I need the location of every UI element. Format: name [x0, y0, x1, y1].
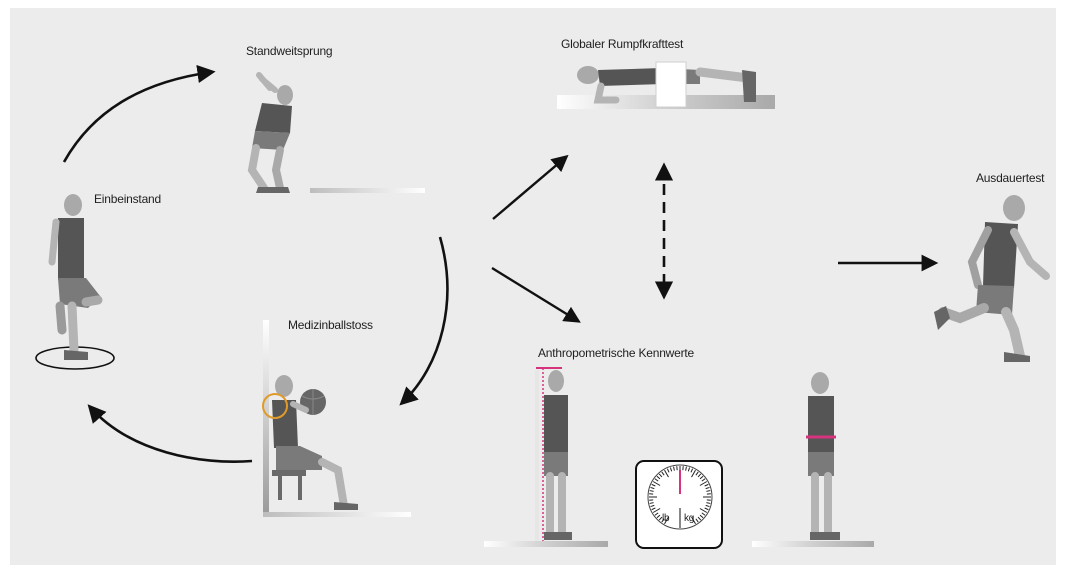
label-rumpfkrafttest: Globaler Rumpfkrafttest — [561, 37, 683, 51]
label-ausdauertest: Ausdauertest — [976, 171, 1044, 185]
ausdauertest-illustration — [934, 195, 1046, 362]
label-anthropometrie: Anthropometrische Kennwerte — [538, 346, 694, 360]
scale-unit-lb: lb — [662, 513, 669, 524]
scale-unit-kg: kg — [684, 513, 694, 524]
arrow-to-rumpfkrafttest — [493, 157, 566, 219]
arrow-einbeinstand-to-standweitsprung — [64, 72, 212, 162]
arrow-center-to-medizinballstoss — [402, 237, 447, 403]
label-medizinballstoss: Medizinballstoss — [288, 318, 373, 332]
label-einbeinstand: Einbeinstand — [94, 192, 161, 206]
medizinballstoss-illustration — [263, 320, 411, 517]
anthropometrie-waist-illustration — [752, 372, 874, 547]
arrow-medizinballstoss-to-einbeinstand — [90, 407, 252, 462]
einbeinstand-illustration — [36, 194, 114, 369]
weighing-scale — [636, 461, 722, 548]
arrow-to-anthropometrie — [492, 268, 578, 321]
standweitsprung-illustration — [252, 75, 425, 193]
anthropometrie-height-illustration — [484, 368, 608, 547]
label-standweitsprung: Standweitsprung — [246, 44, 332, 58]
rumpfkrafttest-illustration — [557, 62, 775, 109]
